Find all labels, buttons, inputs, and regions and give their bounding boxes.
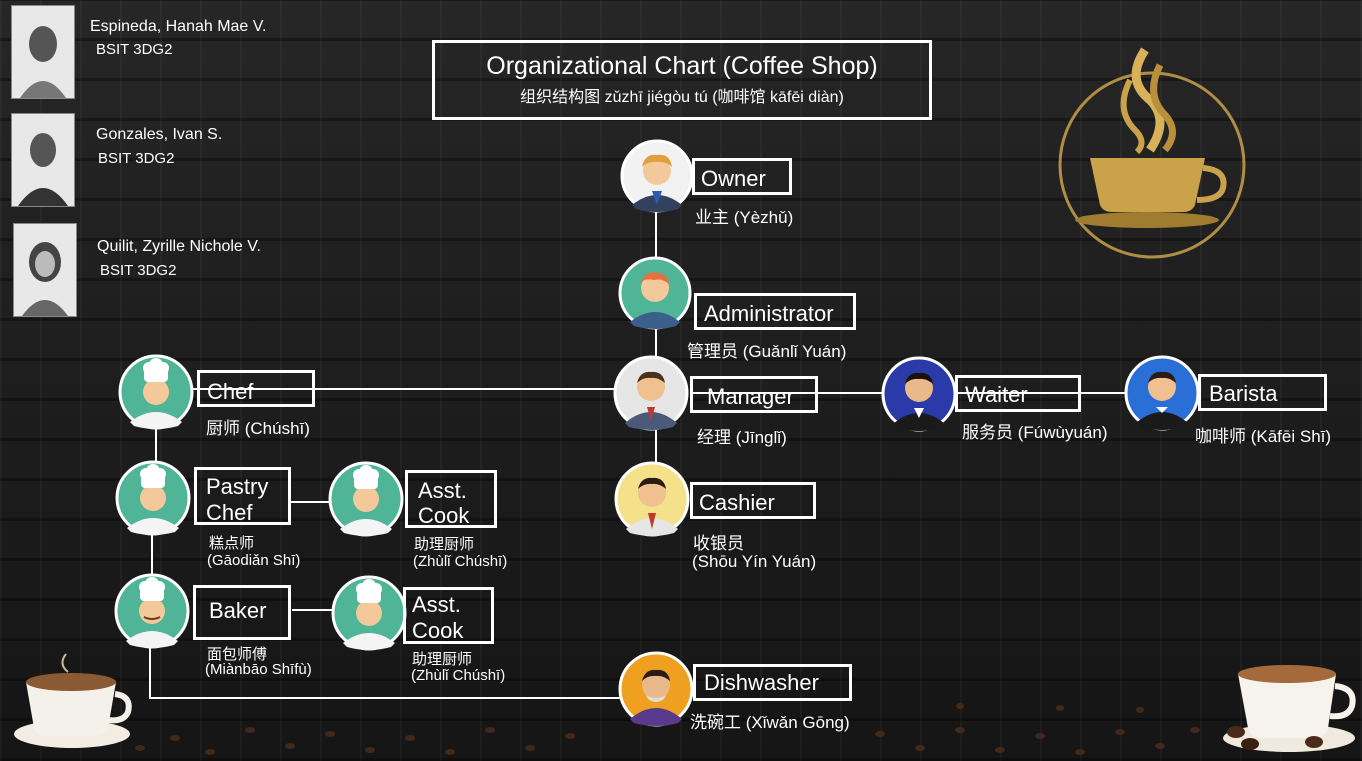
asst-cook-1-sub-2: (Zhùlǐ Chúshī) bbox=[413, 553, 508, 570]
dishwasher-label: Dishwasher bbox=[704, 670, 819, 695]
title-box: Organizational Chart (Coffee Shop) 组织结构图… bbox=[432, 40, 932, 120]
cashier-box bbox=[690, 482, 816, 519]
barista-label: Barista bbox=[1209, 381, 1278, 406]
author-photo-2 bbox=[11, 113, 75, 207]
cashier-sub-1: 收银员 bbox=[693, 534, 744, 553]
manager-box bbox=[690, 376, 818, 413]
asst-cook-1-label-2: Cook bbox=[418, 503, 470, 528]
administrator-sub: 管理员 (Guǎnlǐ Yuán) bbox=[687, 342, 847, 361]
administrator-label: Administrator bbox=[704, 301, 834, 326]
asst-cook-2-sub-1: 助理厨师 bbox=[412, 651, 473, 668]
asst-cook-1-label-1: Asst. bbox=[418, 478, 467, 503]
person-photo-icon bbox=[12, 6, 74, 98]
owner-box bbox=[692, 158, 792, 195]
baker-sub-2: (Miànbāo Shīfù) bbox=[205, 661, 312, 678]
asst-cook-1-box bbox=[405, 470, 497, 528]
waiter-sub: 服务员 (Fúwùyuán) bbox=[962, 423, 1108, 442]
asst-cook-2-box bbox=[403, 587, 494, 644]
pastry-chef-box bbox=[194, 467, 291, 525]
waiter-label: Waiter bbox=[965, 382, 1028, 407]
waiter-box bbox=[955, 375, 1081, 412]
chef-box bbox=[197, 370, 315, 407]
pastry-chef-label-2: Chef bbox=[206, 500, 253, 525]
baker-avatar-icon bbox=[114, 573, 190, 649]
pastry-chef-avatar-icon bbox=[115, 460, 191, 536]
barista-avatar-icon bbox=[1124, 355, 1200, 431]
administrator-avatar-icon bbox=[618, 256, 692, 330]
baker-sub-1: 面包师傅 bbox=[207, 646, 268, 663]
cashier-avatar-icon bbox=[614, 461, 690, 537]
author-photo-3 bbox=[13, 223, 77, 317]
author-name: Gonzales, Ivan S. bbox=[96, 126, 223, 143]
person-photo-icon bbox=[12, 114, 74, 206]
cashier-label: Cashier bbox=[699, 490, 775, 515]
manager-sub: 经理 (Jīnglǐ) bbox=[697, 428, 787, 447]
dishwasher-avatar-icon bbox=[618, 651, 694, 727]
owner-label: Owner bbox=[701, 166, 766, 191]
author-class: BSIT 3DG2 bbox=[100, 262, 177, 279]
pastry-chef-label-1: Pastry bbox=[206, 474, 269, 499]
asst-cook-2-sub-2: (Zhùlǐ Chúshī) bbox=[411, 667, 506, 684]
chef-label: Chef bbox=[207, 379, 254, 404]
dishwasher-sub: 洗碗工 (Xǐwǎn Gōng) bbox=[690, 713, 850, 732]
coffee-cup-logo-icon bbox=[1058, 47, 1246, 259]
coffee-beans-decoration bbox=[135, 703, 1200, 755]
baker-box bbox=[193, 585, 291, 640]
coffee-cup-left-icon bbox=[14, 653, 132, 748]
administrator-box bbox=[694, 293, 856, 330]
waiter-avatar-icon bbox=[881, 356, 957, 432]
person-photo-icon bbox=[14, 224, 76, 316]
owner-sub: 业主 (Yèzhǔ) bbox=[695, 208, 794, 227]
baker-label: Baker bbox=[209, 598, 267, 623]
asst-cook-2-label-1: Asst. bbox=[412, 592, 461, 617]
chef-sub: 厨师 (Chúshī) bbox=[206, 419, 310, 438]
chef-avatar-icon bbox=[118, 354, 194, 430]
manager-avatar-icon bbox=[613, 355, 689, 431]
chart-title: Organizational Chart (Coffee Shop) bbox=[486, 52, 878, 80]
barista-sub: 咖啡师 (Kāfēi Shī) bbox=[1195, 427, 1332, 446]
author-class: BSIT 3DG2 bbox=[98, 150, 175, 167]
author-class: BSIT 3DG2 bbox=[96, 41, 173, 58]
businessman-avatar-icon bbox=[620, 139, 694, 213]
asst-cook-avatar-icon bbox=[331, 575, 407, 651]
manager-label: Manager bbox=[707, 384, 794, 409]
chart-subtitle: 组织结构图 zǔzhī jiégòu tú (咖啡馆 kāfēi diàn) bbox=[520, 89, 844, 106]
asst-cook-avatar-icon bbox=[328, 461, 404, 537]
author-name: Quilit, Zyrille Nichole V. bbox=[97, 238, 261, 255]
coffee-cup-right-icon bbox=[1223, 665, 1356, 752]
barista-box bbox=[1198, 374, 1327, 411]
author-photo-1 bbox=[11, 5, 75, 99]
asst-cook-2-label-2: Cook bbox=[412, 618, 464, 643]
pastry-chef-sub-2: (Gāodiǎn Shī) bbox=[207, 552, 301, 569]
asst-cook-1-sub-1: 助理厨师 bbox=[414, 536, 475, 553]
author-name: Espineda, Hanah Mae V. bbox=[90, 18, 267, 35]
dishwasher-box bbox=[693, 664, 852, 701]
pastry-chef-sub-1: 糕点师 bbox=[209, 535, 255, 552]
cashier-sub-2: (Shōu Yín Yuán) bbox=[692, 552, 817, 571]
